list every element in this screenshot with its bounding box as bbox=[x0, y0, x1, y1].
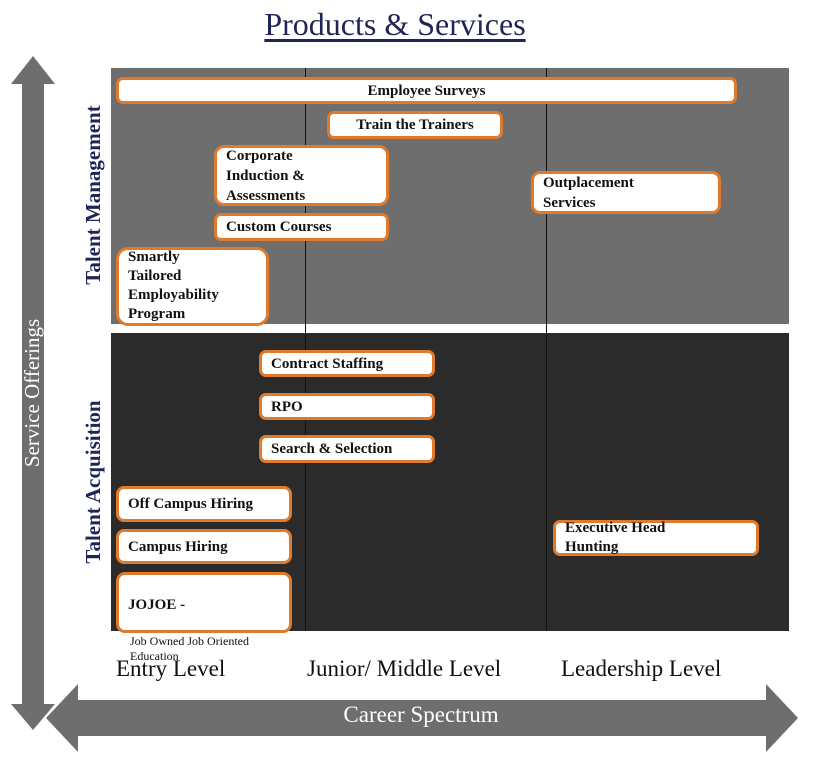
employee-surveys-box: Employee Surveys bbox=[116, 77, 737, 104]
campus-hiring-box: Campus Hiring bbox=[116, 529, 292, 564]
horizontal-arrow bbox=[46, 684, 798, 752]
search-selection-box: Search & Selection bbox=[259, 435, 435, 463]
page-title: Products & Services bbox=[264, 6, 526, 42]
column-divider-1 bbox=[305, 68, 306, 631]
career-spectrum-label: Career Spectrum bbox=[343, 702, 499, 727]
outplacement-services-box: Outplacement Services bbox=[531, 171, 721, 214]
jojoe-title: JOJOE - bbox=[128, 597, 186, 613]
talent-management-label: Talent Management bbox=[81, 105, 105, 285]
contract-staffing-box: Contract Staffing bbox=[259, 350, 435, 377]
train-the-trainers-box: Train the Trainers bbox=[327, 111, 503, 139]
jojoe-subtitle: Job Owned Job Oriented Education bbox=[130, 634, 249, 663]
custom-courses-box: Custom Courses bbox=[214, 213, 389, 241]
talent-acquisition-label: Talent Acquisition bbox=[81, 400, 105, 564]
service-offerings-label: Service Offerings bbox=[20, 318, 44, 468]
leadership-level-label: Leadership Level bbox=[561, 656, 722, 681]
entry-level-label: Entry Level bbox=[116, 656, 226, 681]
corporate-induction-box: Corporate Induction & Assessments bbox=[214, 145, 389, 206]
jojoe-box: JOJOE - Job Owned Job Oriented Education bbox=[116, 572, 292, 663]
junior-middle-level-label: Junior/ Middle Level bbox=[307, 656, 502, 681]
rpo-box: RPO bbox=[259, 393, 435, 420]
smartly-tailored-box: Smartly Tailored Employability Program bbox=[116, 247, 269, 326]
column-divider-2 bbox=[546, 68, 547, 631]
off-campus-hiring-box: Off Campus Hiring bbox=[116, 486, 292, 522]
vertical-arrow bbox=[11, 56, 55, 730]
executive-head-hunting-box: Executive Head Hunting bbox=[553, 520, 759, 556]
